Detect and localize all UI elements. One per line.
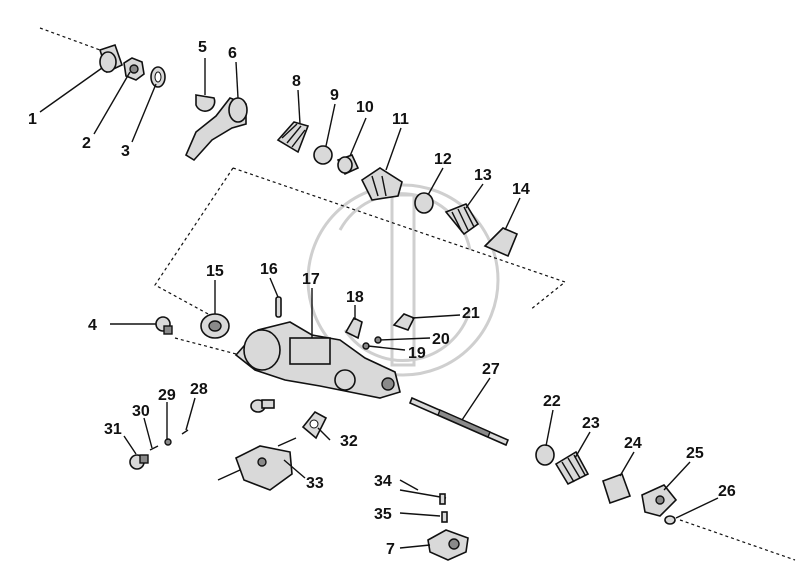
callout-20: 20	[432, 331, 450, 348]
part-22-nut	[535, 444, 555, 466]
part-31-plug	[129, 454, 149, 470]
callout-6: 6	[228, 45, 237, 62]
leader-lines	[39, 58, 719, 549]
part-35-pin	[441, 511, 448, 523]
callout-22: 22	[543, 393, 561, 410]
callout-35: 35	[374, 506, 392, 523]
part-28-pin	[181, 429, 189, 435]
part-3-washer	[150, 66, 166, 88]
callout-11: 11	[392, 111, 409, 128]
callout-32: 32	[340, 433, 358, 450]
callout-12: 12	[434, 151, 452, 168]
part-6-lever	[184, 97, 248, 162]
part-21-fitting	[392, 313, 416, 331]
part-14-cover	[483, 227, 519, 258]
callout-29: 29	[158, 387, 176, 404]
part-34-rod	[399, 489, 447, 505]
part-23-spring	[554, 450, 590, 486]
callout-10: 10	[356, 99, 374, 116]
callout-17: 17	[302, 271, 320, 288]
part-8-boot	[276, 121, 310, 154]
callout-9: 9	[330, 87, 339, 104]
part-24-block	[602, 472, 632, 505]
part-16-pin	[275, 296, 282, 318]
assembly-dash-lines	[39, 27, 796, 561]
callout-14: 14	[512, 181, 530, 198]
callout-31: 31	[104, 421, 122, 438]
part-12-ring	[414, 192, 434, 214]
callout-25: 25	[686, 445, 704, 462]
part-4-plug	[155, 316, 173, 335]
part-29-ball	[164, 438, 172, 446]
part-33-valve-block	[217, 437, 297, 491]
callout-33: 33	[306, 475, 324, 492]
part-18-fitting	[344, 316, 363, 340]
part-30-spring	[149, 445, 159, 451]
part-bolt-lower	[250, 399, 275, 413]
part-17-housing	[234, 321, 401, 399]
callout-18: 18	[346, 289, 364, 306]
callout-19: 19	[408, 345, 426, 362]
callout-28: 28	[190, 381, 208, 398]
callout-4: 4	[88, 317, 97, 334]
part-7-bracket	[427, 529, 469, 561]
callout-8: 8	[292, 73, 301, 90]
part-13-spring	[444, 203, 480, 236]
callout-34: 34	[374, 473, 392, 490]
callout-16: 16	[260, 261, 278, 278]
callout-1: 1	[28, 111, 37, 128]
callout-labels: 1 2 3 4 5 6 7 8 9 10 11 12 13 14 15 16 1…	[28, 39, 736, 558]
callout-15: 15	[206, 263, 224, 280]
callout-2: 2	[82, 135, 91, 152]
callout-3: 3	[121, 143, 130, 160]
part-15-cap	[200, 313, 230, 339]
callout-26: 26	[718, 483, 736, 500]
part-11-sleeve	[360, 167, 403, 201]
callout-13: 13	[474, 167, 492, 184]
part-10-bushing	[336, 154, 360, 176]
part-32-gasket	[301, 410, 328, 440]
part-25-flange	[641, 484, 678, 517]
part-27-shaft	[408, 396, 510, 447]
callout-27: 27	[482, 361, 500, 378]
part-9-bushing	[313, 145, 333, 165]
callout-21: 21	[462, 305, 480, 322]
callout-7: 7	[386, 541, 395, 558]
callout-30: 30	[132, 403, 150, 420]
callout-5: 5	[198, 39, 207, 56]
callout-23: 23	[582, 415, 600, 432]
callout-24: 24	[624, 435, 642, 452]
part-1-cap	[98, 43, 123, 74]
part-26-screw	[664, 515, 676, 525]
part-5-key	[195, 94, 216, 112]
